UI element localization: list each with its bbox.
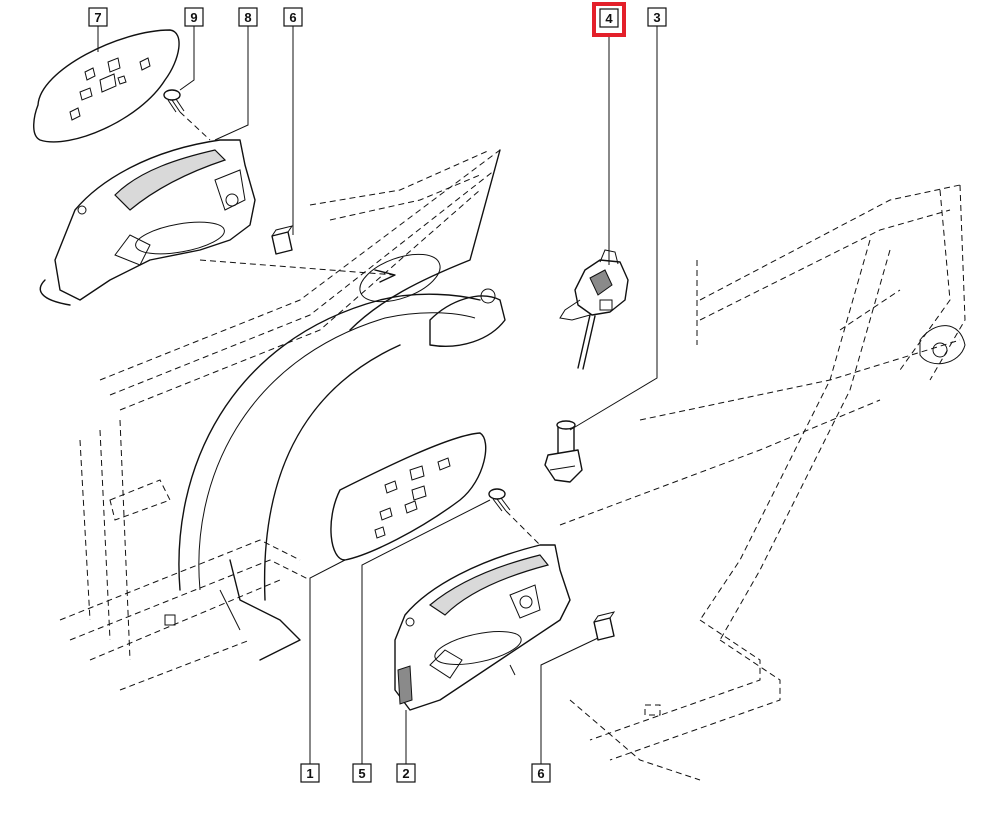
callout-2-bottom: 2	[396, 763, 416, 783]
part-6-clip-bottom	[593, 611, 616, 641]
callout-3-top: 3	[647, 7, 667, 27]
part-3-bushing	[544, 420, 583, 483]
part-7-cover-panel	[33, 29, 180, 143]
part-8-housing-top	[39, 139, 256, 306]
callout-2-bottom-label: 2	[402, 766, 409, 781]
guide-arrow	[374, 269, 396, 283]
leader-lines	[97, 26, 658, 764]
callout-6-bottom: 6	[531, 763, 551, 783]
callout-6-top: 6	[283, 7, 303, 27]
callout-8-top: 8	[238, 7, 258, 27]
callout-5-bottom: 5	[352, 763, 372, 783]
callout-1-bottom: 1	[300, 763, 320, 783]
body-structure-outline	[59, 149, 966, 781]
callout-5-bottom-label: 5	[358, 766, 365, 781]
callout-4-top-highlighted: 4	[592, 2, 626, 37]
guide-line-housing	[199, 259, 396, 276]
callout-1-bottom-label: 1	[306, 766, 313, 781]
callout-9-top-label: 9	[190, 10, 197, 25]
callout-6-bottom-label: 6	[537, 766, 544, 781]
part-6-clip-top	[271, 225, 294, 255]
part-9-screw-bottom	[488, 488, 541, 546]
part-9-screw-top	[163, 89, 211, 141]
part-2-housing-bottom	[394, 544, 571, 711]
callout-7-top-label: 7	[94, 10, 101, 25]
callout-8-top-label: 8	[244, 10, 251, 25]
callout-6-top-label: 6	[289, 10, 296, 25]
callout-9-top: 9	[184, 7, 204, 27]
callout-4-top-label: 4	[605, 11, 613, 26]
part-5-cover-panel	[330, 432, 487, 561]
callout-7-top: 7	[88, 7, 108, 27]
part-4-lock-mechanism	[559, 249, 629, 370]
callout-3-top-label: 3	[653, 10, 660, 25]
